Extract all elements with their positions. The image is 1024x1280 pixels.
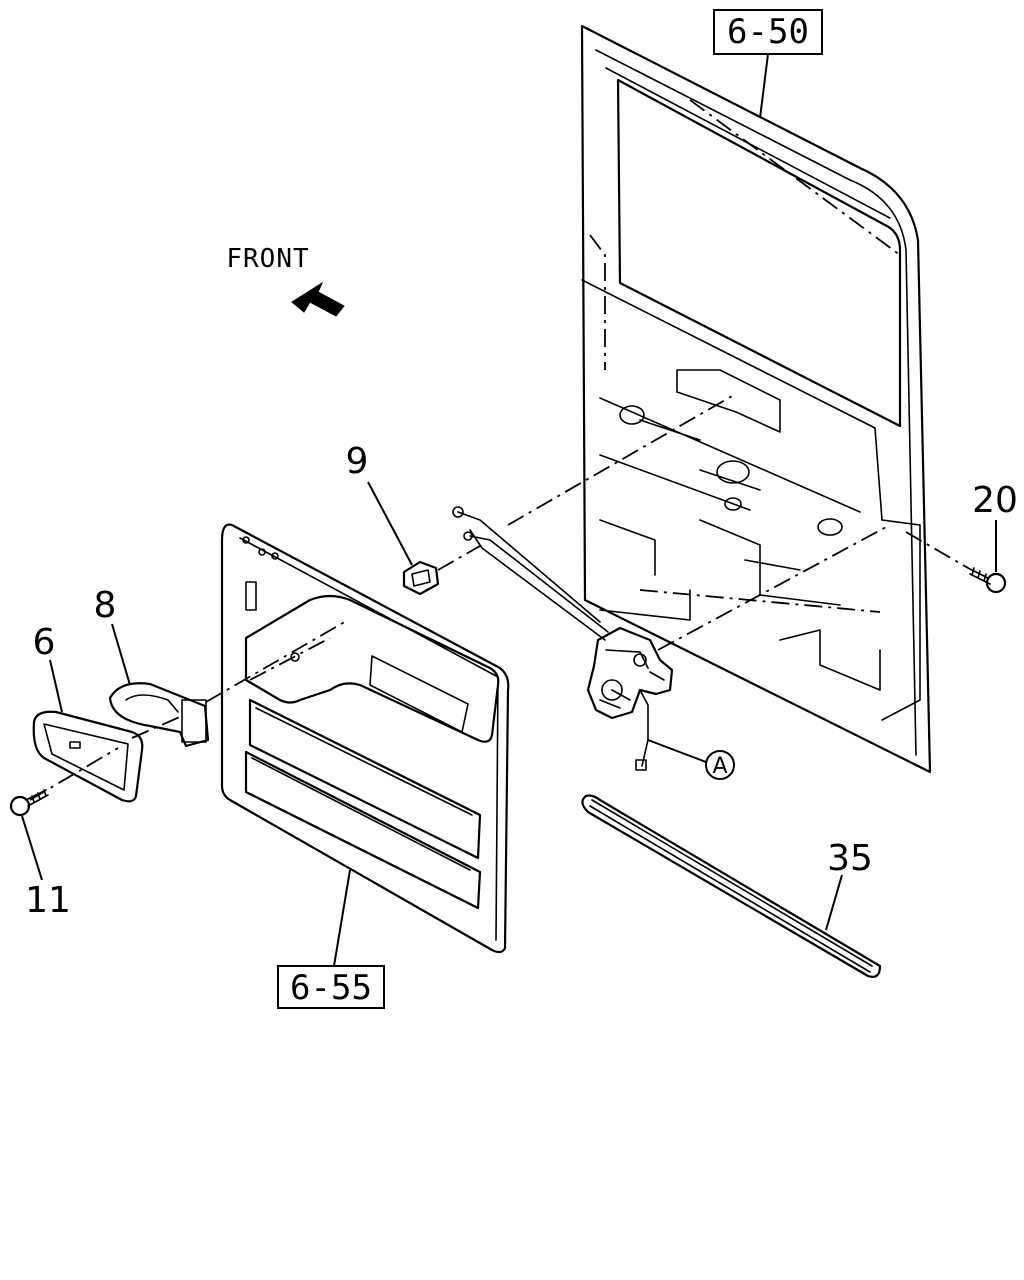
leader-trim-ref	[333, 869, 351, 967]
leader-door-ref	[759, 53, 769, 119]
front-arrow-icon	[291, 281, 345, 317]
door-panel	[580, 24, 932, 774]
screw-left-part	[9, 789, 49, 817]
callout-screw-right: 20	[972, 480, 1018, 521]
trim-ref-box: 6-55	[277, 965, 385, 1009]
handle-bezel-part	[32, 710, 144, 803]
callout-screw-left: 11	[25, 880, 71, 921]
inner-handle-part	[108, 682, 210, 748]
leader-inner-handle	[111, 623, 131, 686]
leader-handle-bezel	[49, 659, 63, 713]
door-ref-label: 6-50	[727, 12, 809, 52]
door-ref-box: 6-50	[713, 9, 823, 55]
leader-screw-left	[21, 815, 43, 881]
screw-right-part	[967, 567, 1007, 594]
leader-circle-a	[647, 739, 707, 763]
callout-clip: 9	[346, 441, 369, 482]
weatherstrip-part	[581, 794, 882, 978]
front-label: FRONT	[226, 244, 309, 274]
trim-ref-label: 6-55	[290, 968, 372, 1008]
circle-a-label: A	[712, 754, 727, 779]
trim-panel	[220, 523, 510, 954]
callout-handle-bezel: 6	[33, 622, 56, 663]
assembly-lines	[29, 395, 969, 801]
callout-inner-handle: 8	[94, 585, 117, 626]
callout-weatherstrip: 35	[827, 838, 873, 879]
leader-clip	[367, 481, 413, 566]
circle-a-icon	[705, 750, 735, 780]
clip-part	[402, 560, 440, 596]
leader-weatherstrip	[825, 874, 843, 931]
lock-mechanism-part	[452, 506, 674, 771]
